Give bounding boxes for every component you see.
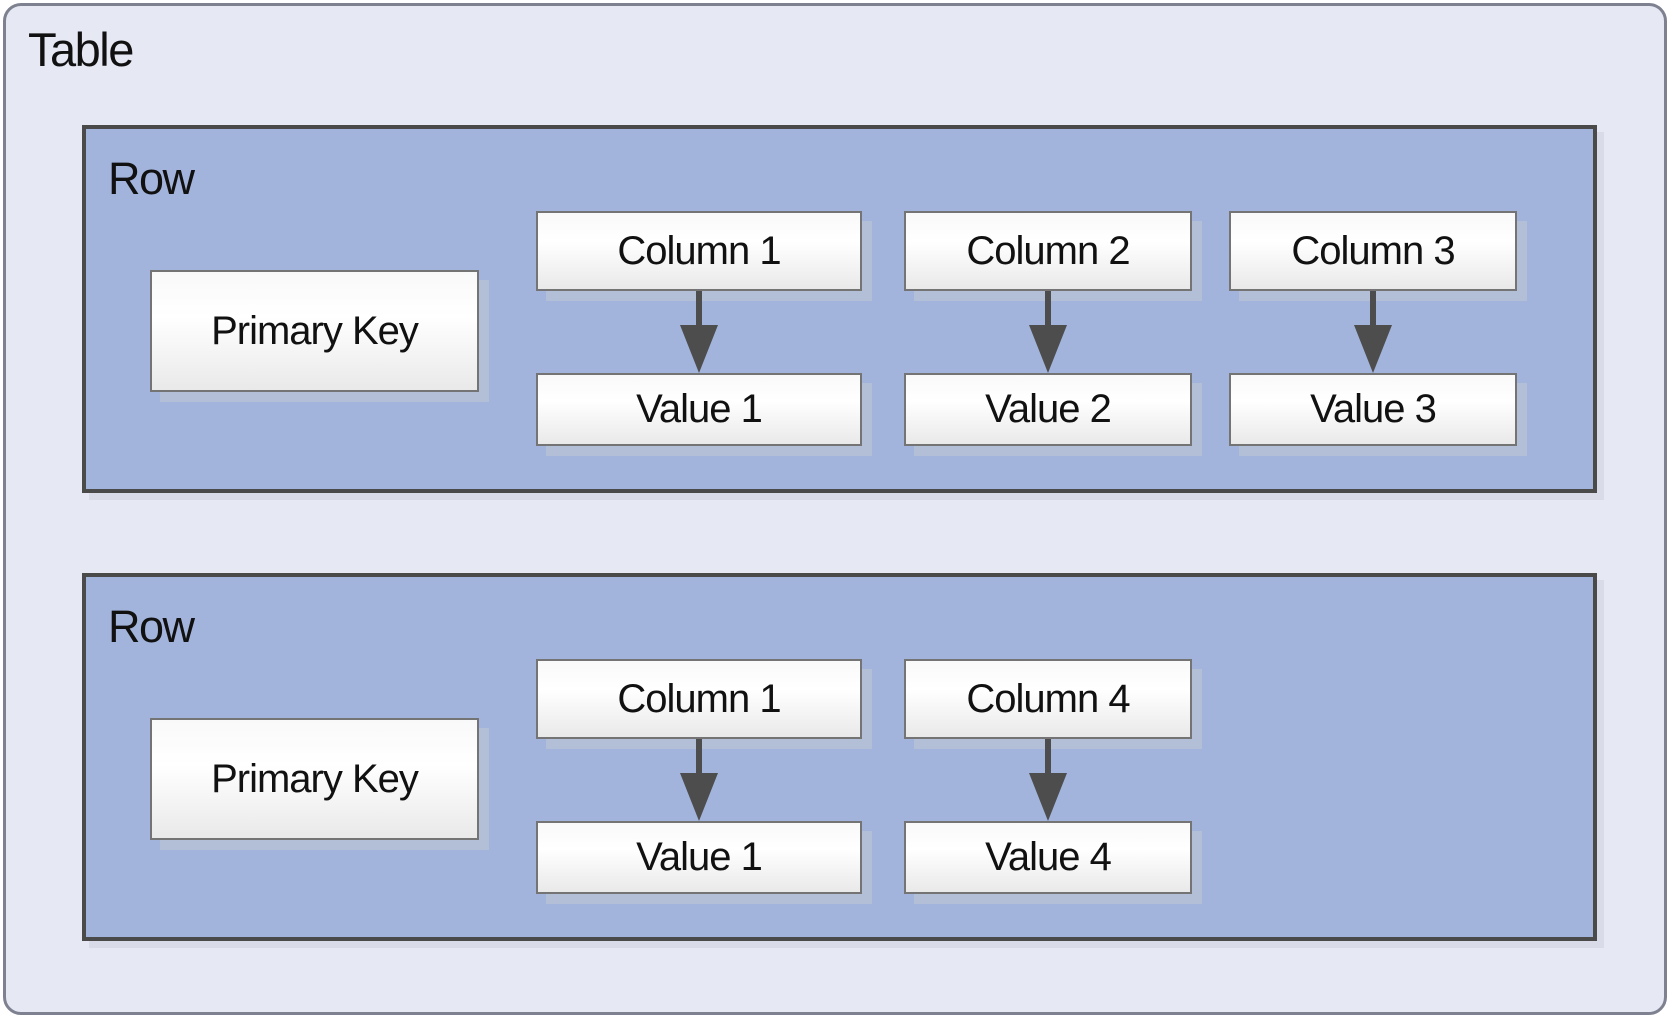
arrow-down-icon	[1029, 291, 1067, 373]
arrow-stem	[1045, 291, 1051, 325]
column-box: Column 1	[536, 659, 862, 739]
row-label: Row	[108, 153, 195, 204]
arrow-down-icon	[680, 739, 718, 821]
table-container: Table Row Primary Key Column 1 Value 1 C…	[3, 3, 1667, 1015]
arrow-stem	[1045, 739, 1051, 773]
column-box: Column 1	[536, 211, 862, 291]
column-box: Column 3	[1229, 211, 1517, 291]
row-label: Row	[108, 601, 195, 652]
column-box: Column 2	[904, 211, 1192, 291]
value-box: Value 1	[536, 821, 862, 894]
value-box: Value 3	[1229, 373, 1517, 446]
value-box: Value 2	[904, 373, 1192, 446]
row-container-2: Row Primary Key Column 1 Value 1 Column …	[82, 573, 1597, 941]
primary-key-box: Primary Key	[150, 270, 479, 392]
arrow-down-icon	[680, 291, 718, 373]
arrow-stem	[1370, 291, 1376, 325]
arrow-head	[1029, 773, 1067, 821]
row-container-1: Row Primary Key Column 1 Value 1 Column …	[82, 125, 1597, 493]
column-box: Column 4	[904, 659, 1192, 739]
arrow-head	[1354, 325, 1392, 373]
arrow-stem	[696, 739, 702, 773]
arrow-down-icon	[1029, 739, 1067, 821]
value-box: Value 4	[904, 821, 1192, 894]
arrow-head	[1029, 325, 1067, 373]
value-box: Value 1	[536, 373, 862, 446]
arrow-down-icon	[1354, 291, 1392, 373]
arrow-head	[680, 773, 718, 821]
table-label: Table	[28, 23, 134, 76]
arrow-stem	[696, 291, 702, 325]
arrow-head	[680, 325, 718, 373]
primary-key-box: Primary Key	[150, 718, 479, 840]
